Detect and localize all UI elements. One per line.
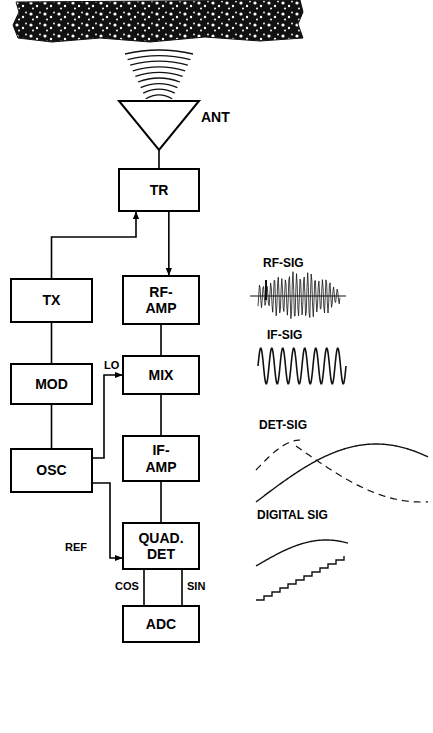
node-label: ADC (146, 616, 176, 632)
connector (158, 150, 160, 168)
signal-name: DET-SIG (258, 418, 308, 432)
connector (93, 375, 122, 458)
signal-name: SIN (186, 580, 206, 593)
modulator-box: MOD (10, 363, 93, 405)
signal-name: RF-SIG (262, 256, 305, 270)
node-label: RF- AMP (145, 284, 176, 316)
tr-switch-box: TR (118, 168, 200, 212)
node-label: QUAD. DET (138, 530, 183, 562)
transmitter-box: TX (10, 278, 93, 323)
node-label: IF- AMP (145, 442, 176, 474)
target-cloud (13, 0, 303, 42)
connector (51, 405, 53, 448)
mixer-box: MIX (122, 355, 200, 395)
connector (52, 212, 137, 278)
if-amplifier-box: IF- AMP (122, 435, 200, 482)
node-label: OSC (36, 462, 66, 478)
connector (160, 395, 162, 435)
radar-waves (125, 50, 193, 99)
node-label: MOD (35, 376, 68, 392)
signal-waveforms (250, 272, 428, 600)
connector (143, 570, 145, 605)
connector (51, 323, 53, 363)
signal-name: REF (64, 541, 88, 554)
connector (181, 570, 183, 605)
rf-amplifier-box: RF- AMP (122, 275, 200, 325)
node-label: MIX (149, 367, 174, 383)
adc-box: ADC (122, 605, 200, 643)
signal-name: COS (114, 580, 140, 593)
signal-name: IF-SIG (266, 328, 303, 342)
signal-name: DIGITAL SIG (256, 508, 329, 522)
node-label: TR (150, 182, 169, 198)
connector (160, 482, 162, 522)
antenna-outline (119, 101, 199, 150)
connector (160, 325, 162, 355)
node-label: TX (43, 292, 61, 308)
antenna: ANT (118, 100, 200, 150)
antenna-symbol (118, 100, 200, 150)
quadrature-detector-box: QUAD. DET (122, 522, 200, 570)
connector (93, 483, 122, 558)
signal-name: LO (103, 359, 120, 372)
oscillator-box: OSC (10, 448, 93, 493)
node-label: ANT (200, 109, 231, 125)
connector (168, 212, 170, 275)
